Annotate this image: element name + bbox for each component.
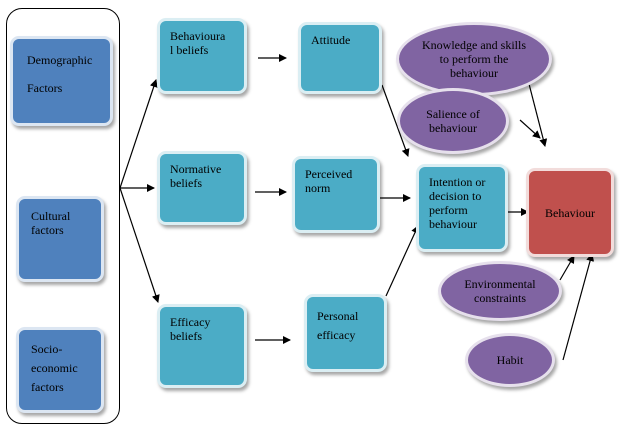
intention-label: Intention or decision to perform behavio… — [429, 175, 486, 231]
cultural-label: Cultural factors — [31, 209, 71, 237]
behavioural-beliefs-box: Behavioura l beliefs — [157, 18, 247, 94]
normative-beliefs-box: Normative beliefs — [157, 151, 247, 225]
arrow-environmental-to-behaviour — [559, 255, 575, 281]
environmental-constraints-ellipse: Environmental constraints — [438, 261, 562, 321]
behavioural-label-line2: l beliefs — [170, 43, 209, 57]
habit-ellipse: Habit — [465, 333, 555, 387]
personal-efficacy-box: Personal efficacy — [304, 294, 387, 372]
arrow-factors-to-behavioural-beliefs — [119, 79, 158, 189]
cultural-factors-box: Cultural factors — [16, 196, 104, 282]
demographic-label-line1: Demographic — [27, 53, 93, 67]
perceived-norm-box: Perceived norm — [292, 156, 380, 233]
arrow-habit-to-behaviour — [562, 253, 595, 361]
behavioural-label-line1: Behavioura — [170, 29, 226, 43]
attitude-label: Attitude — [311, 33, 351, 47]
arrow-factors-to-efficacy-beliefs — [119, 187, 160, 303]
environmental-label: Environmental constraints — [464, 277, 536, 305]
knowledge-skills-ellipse: Knowledge and skills to perform the beha… — [396, 22, 552, 96]
arrow-personal-efficacy-to-intention — [385, 225, 419, 297]
personal-efficacy-label: Personal efficacy — [317, 309, 359, 342]
demographic-factors-box: Demographic Factors — [10, 36, 113, 126]
salience-label: Salience of behaviour — [426, 107, 480, 135]
habit-label: Habit — [496, 353, 524, 367]
perceived-norm-label: Perceived norm — [305, 167, 353, 195]
behaviour-box: Behaviour — [526, 168, 614, 257]
normative-label: Normative beliefs — [170, 162, 222, 190]
demographic-label-line2: Factors — [27, 81, 63, 95]
intention-box: Intention or decision to perform behavio… — [416, 164, 508, 252]
efficacy-beliefs-box: Efficacy beliefs — [157, 304, 247, 388]
behaviour-label: Behaviour — [545, 205, 595, 220]
socio-economic-factors-box: Socio-economic factors — [16, 327, 104, 413]
attitude-box: Attitude — [298, 22, 382, 94]
arrow-attitude-to-intention — [381, 84, 410, 157]
arrow-knowledge-to-behaviour — [527, 79, 548, 147]
arrow-salience-to-behaviour — [519, 119, 541, 139]
socio-economic-label: Socio-economic factors — [31, 342, 78, 394]
salience-ellipse: Salience of behaviour — [397, 88, 509, 154]
knowledge-skills-label: Knowledge and skills to perform the beha… — [422, 38, 526, 80]
efficacy-label: Efficacy beliefs — [170, 315, 211, 343]
